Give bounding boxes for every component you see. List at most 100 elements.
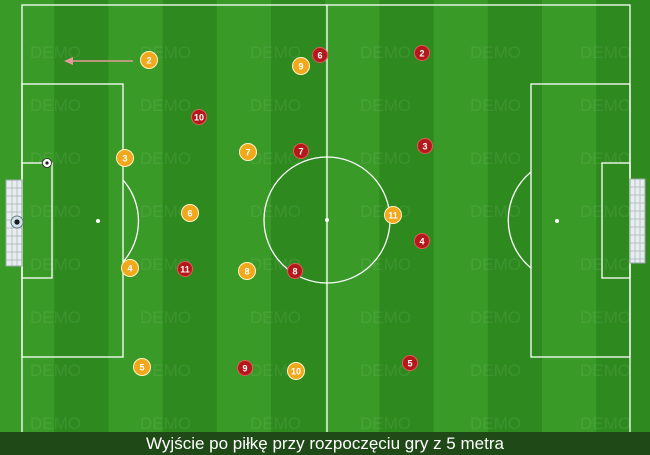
watermark-text: DEMO	[580, 149, 631, 168]
player-number: 3	[422, 142, 427, 152]
player-yellow-6[interactable]: 6	[181, 204, 199, 222]
player-token[interactable]	[116, 149, 134, 167]
player-token[interactable]	[140, 51, 158, 69]
player-token[interactable]	[133, 358, 151, 376]
player-token[interactable]	[191, 109, 207, 125]
watermark-text: DEMO	[250, 202, 301, 221]
player-red-2[interactable]: 2	[414, 45, 430, 61]
goalkeeper-icon	[10, 215, 24, 229]
watermark-text: DEMO	[250, 149, 301, 168]
pitch-stripe	[108, 0, 164, 455]
watermark-text: DEMO	[360, 43, 411, 62]
player-number: 4	[419, 237, 424, 247]
watermark-text: DEMO	[470, 202, 521, 221]
player-red-8[interactable]: 8	[287, 263, 303, 279]
player-number: 5	[407, 359, 412, 369]
caption-text: Wyjście po piłkę przy rozpoczęciu gry z …	[146, 434, 504, 453]
watermark-text: DEMO	[30, 202, 81, 221]
player-yellow-5[interactable]: 5	[133, 358, 151, 376]
pitch-stripe	[542, 0, 597, 455]
player-token[interactable]	[121, 259, 139, 277]
watermark-text: DEMO	[30, 361, 81, 380]
player-token[interactable]	[181, 204, 199, 222]
player-yellow-4[interactable]: 4	[121, 259, 139, 277]
watermark-text: DEMO	[30, 149, 81, 168]
player-red-5[interactable]: 5	[402, 355, 418, 371]
player-red-4[interactable]: 4	[414, 233, 430, 249]
player-token[interactable]	[238, 262, 256, 280]
caption-bar: Wyjście po piłkę przy rozpoczęciu gry z …	[0, 432, 650, 455]
watermark-text: DEMO	[30, 43, 81, 62]
player-token[interactable]	[402, 355, 418, 371]
watermark-text: DEMO	[470, 308, 521, 327]
player-red-10[interactable]: 10	[191, 109, 207, 125]
watermark-text: DEMO	[140, 202, 191, 221]
player-yellow-3[interactable]: 3	[116, 149, 134, 167]
player-red-3[interactable]: 3	[417, 138, 433, 154]
player-token[interactable]	[237, 360, 253, 376]
player-red-11[interactable]: 11	[177, 261, 193, 277]
watermark-text: DEMO	[360, 255, 411, 274]
player-red-6[interactable]: 6	[312, 47, 328, 63]
watermark-text: DEMO	[250, 308, 301, 327]
watermark-text: DEMO	[360, 96, 411, 115]
watermark-text: DEMO	[470, 414, 521, 433]
player-token[interactable]	[177, 261, 193, 277]
watermark-text: DEMO	[30, 255, 81, 274]
watermark-text: DEMO	[250, 414, 301, 433]
player-number: 8	[292, 267, 297, 277]
watermark-text: DEMO	[140, 308, 191, 327]
watermark-text: DEMO	[360, 361, 411, 380]
player-token[interactable]	[287, 263, 303, 279]
watermark-text: DEMO	[30, 414, 81, 433]
pitch-stripe	[379, 0, 435, 455]
watermark-text: DEMO	[470, 96, 521, 115]
player-red-7[interactable]: 7	[293, 143, 309, 159]
player-token[interactable]	[414, 45, 430, 61]
player-number: 9	[298, 62, 303, 72]
player-yellow-11[interactable]: 11	[384, 206, 402, 224]
watermark-text: DEMO	[360, 149, 411, 168]
player-red-9[interactable]: 9	[237, 360, 253, 376]
watermark-text: DEMO	[250, 96, 301, 115]
player-token[interactable]	[292, 57, 310, 75]
watermark-text: DEMO	[140, 361, 191, 380]
watermark-text: DEMO	[30, 96, 81, 115]
penalty-spot-left	[96, 219, 100, 223]
watermark-text: DEMO	[470, 43, 521, 62]
pitch-stripe	[325, 0, 380, 455]
player-number: 8	[244, 267, 249, 277]
player-token[interactable]	[417, 138, 433, 154]
watermark-text: DEMO	[470, 149, 521, 168]
player-token[interactable]	[384, 206, 402, 224]
watermark-text: DEMO	[250, 43, 301, 62]
player-yellow-2[interactable]: 2	[140, 51, 158, 69]
penalty-arc-left	[122, 179, 140, 263]
player-token[interactable]	[414, 233, 430, 249]
player-yellow-8[interactable]: 8	[238, 262, 256, 280]
player-token[interactable]	[312, 47, 328, 63]
watermark-text: DEMO	[140, 414, 191, 433]
penalty-spot-right	[555, 219, 559, 223]
watermark-text: DEMO	[360, 308, 411, 327]
watermark-text: DEMO	[580, 255, 631, 274]
pitch-stripe	[487, 0, 543, 455]
player-yellow-7[interactable]: 7	[239, 143, 257, 161]
ball-icon	[42, 158, 52, 168]
player-number: 5	[139, 363, 144, 373]
watermark-text: DEMO	[470, 255, 521, 274]
player-token[interactable]	[287, 362, 305, 380]
player-yellow-9[interactable]: 9	[292, 57, 310, 75]
center-spot	[325, 218, 329, 222]
watermark-text: DEMO	[140, 96, 191, 115]
player-yellow-10[interactable]: 10	[287, 362, 305, 380]
player-token[interactable]	[239, 143, 257, 161]
watermark-text: DEMO	[580, 202, 631, 221]
watermark-text: DEMO	[580, 361, 631, 380]
player-number: 10	[194, 113, 204, 123]
player-token[interactable]	[293, 143, 309, 159]
player-number: 4	[127, 264, 132, 274]
